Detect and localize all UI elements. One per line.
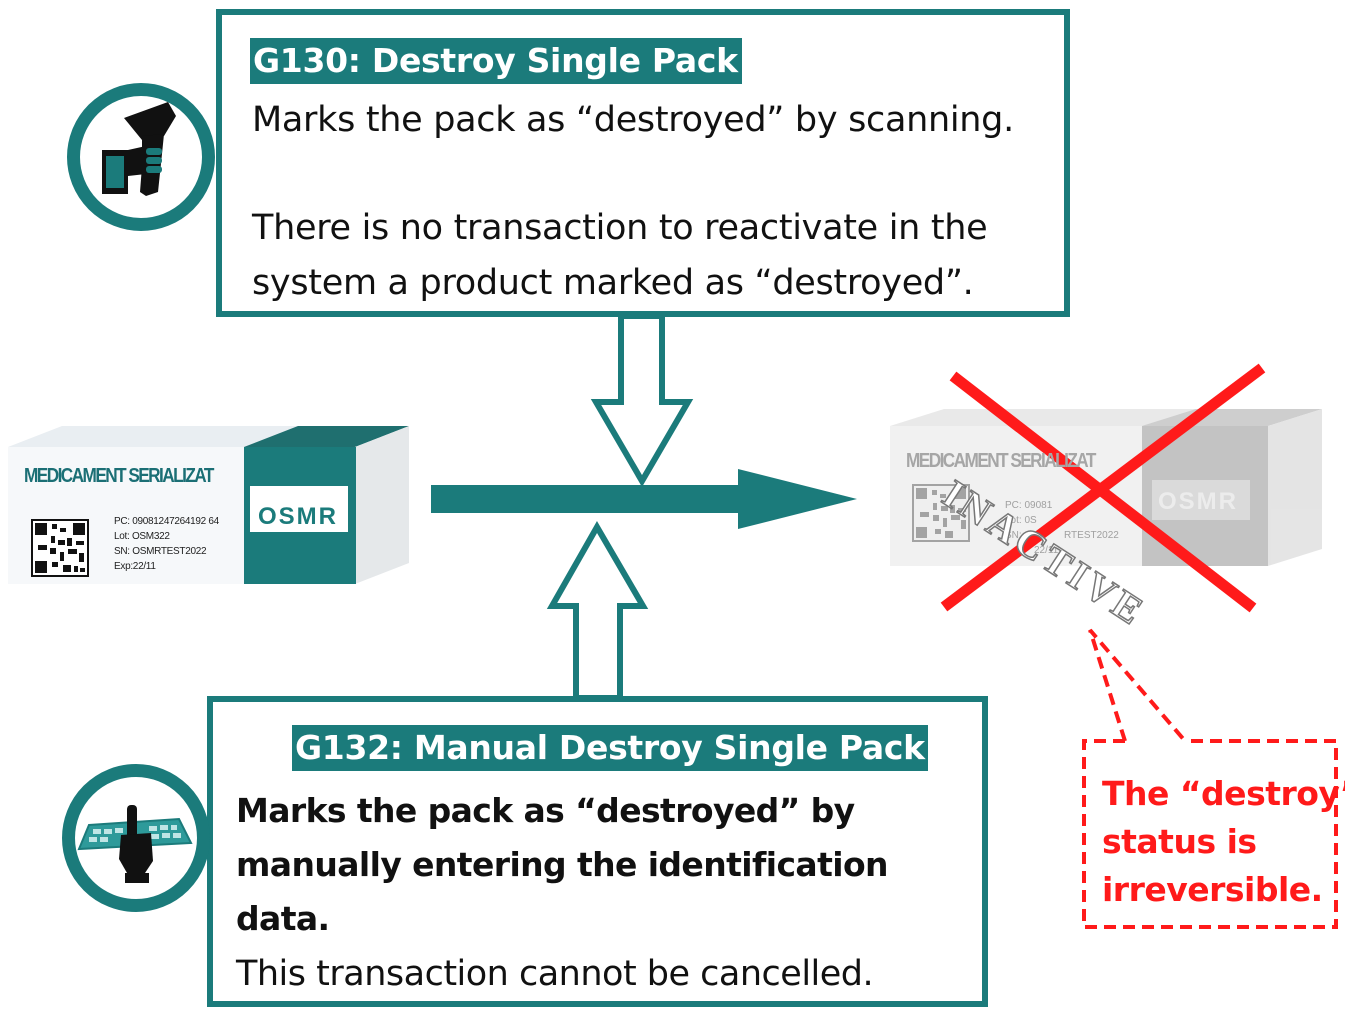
inactive-pack-exp: 22/11 [1034,545,1059,556]
g130-description-line1: Marks the pack as “destroyed” by scannin… [252,100,1014,140]
hand-keypad-icon [62,764,210,912]
inactive-pack-sn-suffix: RTEST2022 [1064,530,1119,541]
g132-description-line4: This transaction cannot be cancelled. [236,954,874,994]
main-flow-arrow [431,469,857,529]
inactive-pack-pc: PC: 09081 [1005,500,1053,511]
g132-description-line2: manually entering the identification [236,845,889,884]
active-pack-sn: SN: OSMRTEST2022 [114,546,207,557]
active-pack [8,426,409,584]
g132-title: G132: Manual Destroy Single Pack [292,725,928,771]
inactive-pack-lot: Lot: 0S [1005,515,1037,526]
inactive-pack-brand: OSMR [1158,488,1238,515]
active-pack-title: MEDICAMENT SERIALIZAT [24,465,214,487]
down-hollow-arrow [590,313,694,487]
g132-description-line1: Marks the pack as “destroyed” by [236,791,855,830]
g132-description-line3: data. [236,899,330,938]
callout-line1: The “destroy” [1102,774,1345,813]
inactive-pack [890,409,1322,566]
barcode-scanner-icon [67,83,215,231]
g130-description-line3: system a product marked as “destroyed”. [252,263,974,303]
g130-info-box: G130: Destroy Single Pack Marks the pack… [216,9,1070,317]
inactive-pack-title: MEDICAMENT SERIALIZAT [906,450,1096,472]
g130-title: G130: Destroy Single Pack [250,38,742,84]
callout-line2: status is [1102,822,1257,861]
red-cross-mark [940,363,1266,613]
inactive-pack-sn: SN: [1005,530,1022,541]
active-pack-pc: PC: 09081247264192 64 [114,516,219,527]
active-pack-lot: Lot: OSM322 [114,531,170,542]
g130-description-line2: There is no transaction to reactivate in… [252,208,988,248]
callout-border [1082,628,1338,929]
g132-info-box: G132: Manual Destroy Single Pack Marks t… [207,696,988,1007]
irreversible-callout: The “destroy” status is irreversible. [1102,770,1345,914]
up-hollow-arrow-shape [546,520,649,701]
active-pack-exp: Exp:22/11 [114,561,156,572]
active-pack-brand: OSMR [258,503,338,530]
callout-line3: irreversible. [1102,870,1323,909]
